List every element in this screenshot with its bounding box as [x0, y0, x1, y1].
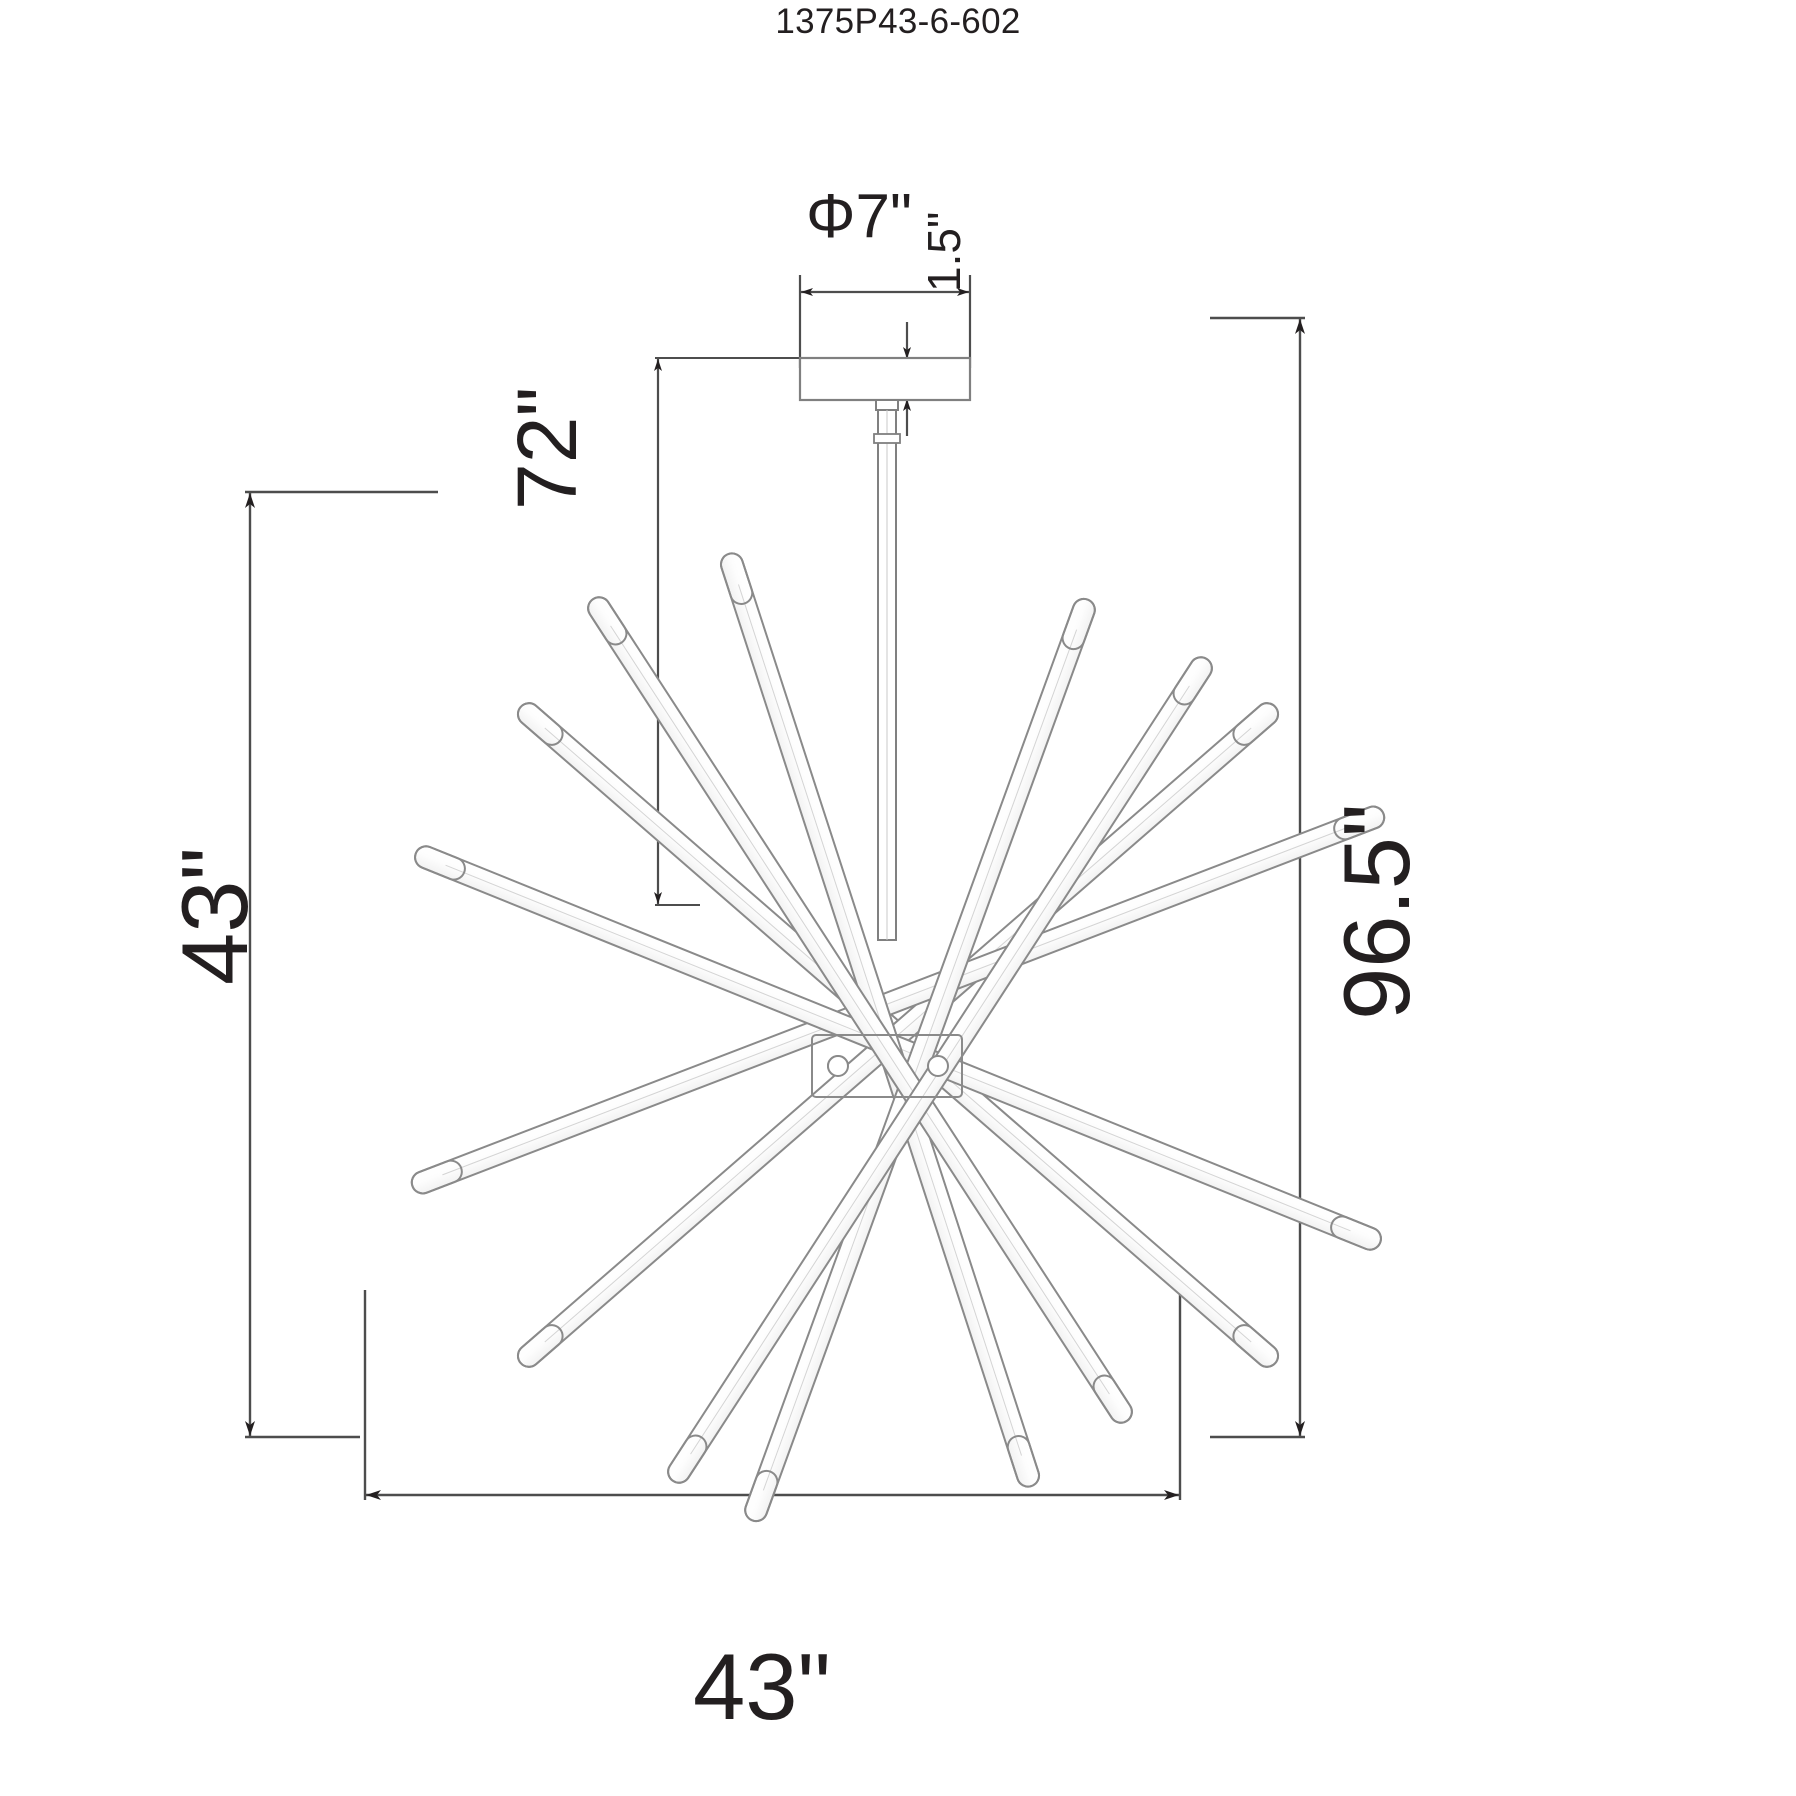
drop-length-label: 72"	[500, 386, 594, 510]
canopy-diameter-label: Φ7"	[806, 182, 912, 251]
drawing-title: 1375P43-6-602	[775, 2, 1021, 41]
stem	[873, 409, 901, 941]
led-rods	[410, 552, 1386, 1523]
canopy-height-label: 1.5"	[918, 211, 970, 292]
center-hub-overlay	[811, 1034, 963, 1098]
canopy	[798, 356, 972, 411]
dim-canopy-diameter	[798, 275, 972, 368]
dim-overall-height	[1210, 316, 1305, 1439]
fixture-height-label: 43"	[162, 847, 267, 985]
dim-fixture-height	[245, 490, 438, 1439]
led-rod-3	[410, 805, 1386, 1195]
overall-height-label: 96.5"	[1324, 803, 1429, 1020]
light-fixture	[410, 356, 1386, 1523]
led-rod-7	[587, 596, 1133, 1424]
fixture-width-label: 43"	[693, 1634, 831, 1739]
